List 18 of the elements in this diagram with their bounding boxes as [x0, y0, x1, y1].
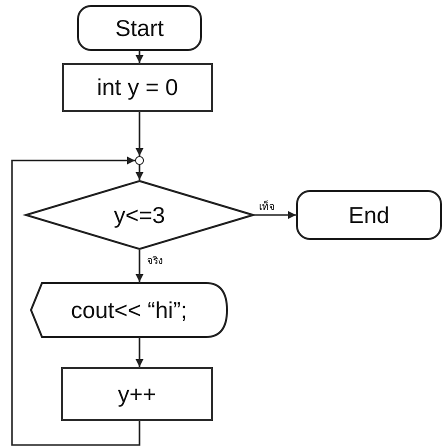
process-box: [62, 63, 213, 112]
connector-circle: [135, 156, 144, 165]
node-label: int y = 0: [96, 74, 178, 101]
arrow: [254, 211, 296, 219]
arrow: [136, 165, 144, 180]
arrow: [136, 250, 144, 282]
terminal-box: [77, 5, 202, 51]
node-label: y<=3: [114, 202, 166, 228]
arrow: [136, 338, 144, 367]
node-label: cout<< “hi”;: [70, 296, 188, 324]
node-label: Start: [115, 14, 164, 42]
arrow: [136, 112, 144, 156]
node-label: End: [348, 202, 390, 228]
arrow: [11, 156, 140, 446]
arrow: [136, 51, 144, 63]
terminal-box: [296, 190, 442, 240]
node-label: y++: [118, 380, 156, 408]
process-box: [61, 367, 213, 421]
